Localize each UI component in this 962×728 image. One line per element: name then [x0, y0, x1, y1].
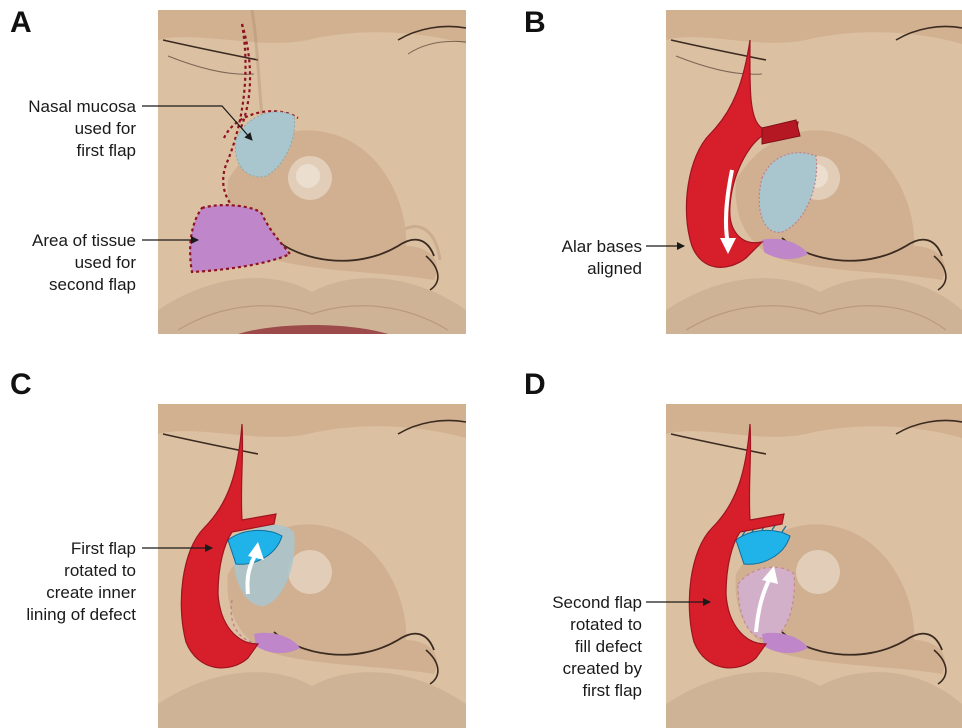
panel-a-letter: A — [10, 8, 32, 38]
callout-line: Alar bases — [562, 236, 642, 258]
panel-c-letter: C — [10, 370, 32, 400]
callout-line: rotated to — [552, 614, 642, 636]
callout-line: used for — [28, 118, 136, 140]
panel-a-illustration — [158, 10, 466, 334]
callout-line: first flap — [28, 140, 136, 162]
callout-line: created by — [552, 658, 642, 680]
callout-second-flap: Second flap rotated to fill defect creat… — [552, 592, 642, 702]
callout-nasal-mucosa: Nasal mucosa used for first flap — [28, 96, 136, 162]
callout-line: lining of defect — [26, 604, 136, 626]
callout-line: Nasal mucosa — [28, 96, 136, 118]
callout-line: aligned — [562, 258, 642, 280]
panel-d-illustration — [666, 404, 962, 728]
face-base — [158, 10, 466, 334]
callout-line: fill defect — [552, 636, 642, 658]
callout-line: First flap — [26, 538, 136, 560]
panel-c-illustration — [158, 404, 466, 728]
callout-alar-bases: Alar bases aligned — [562, 236, 642, 280]
callout-line: Second flap — [552, 592, 642, 614]
panel-b-letter: B — [524, 8, 546, 38]
panel-d-letter: D — [524, 370, 546, 400]
callout-line: second flap — [32, 274, 136, 296]
callout-line: create inner — [26, 582, 136, 604]
callout-second-flap-area: Area of tissue used for second flap — [32, 230, 136, 296]
callout-line: Area of tissue — [32, 230, 136, 252]
callout-line: first flap — [552, 680, 642, 702]
callout-first-flap: First flap rotated to create inner linin… — [26, 538, 136, 626]
panel-b-illustration — [666, 10, 962, 334]
callout-line: used for — [32, 252, 136, 274]
callout-line: rotated to — [26, 560, 136, 582]
